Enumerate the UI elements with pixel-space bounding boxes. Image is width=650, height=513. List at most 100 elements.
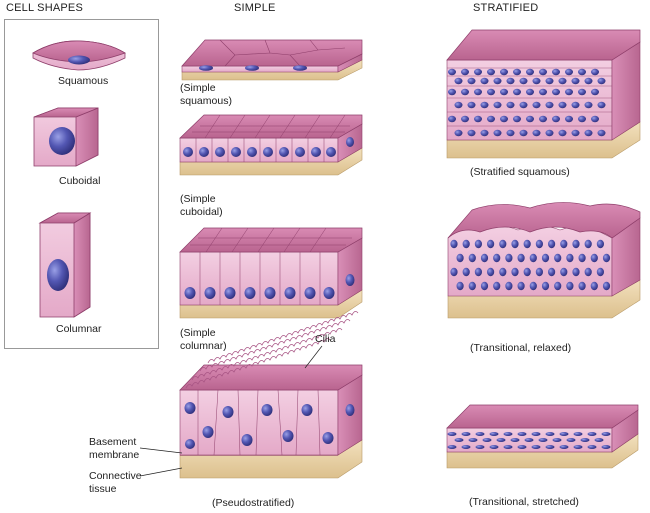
nucleus	[487, 69, 495, 75]
simple-cuboidal-block	[180, 115, 362, 175]
nucleus	[585, 102, 593, 108]
label-simple-columnar-line2: columnar)	[180, 340, 227, 353]
nucleus	[455, 102, 463, 108]
simple-columnar-block	[180, 228, 362, 318]
label-connective-tissue: Connective tissue	[89, 470, 142, 496]
nucleus	[504, 445, 513, 449]
nucleus	[578, 116, 586, 122]
nucleus	[469, 282, 476, 290]
nucleus	[559, 130, 567, 136]
nucleus	[539, 116, 547, 122]
nucleus	[455, 78, 463, 84]
label-cuboidal: Cuboidal	[59, 175, 100, 188]
nucleus	[553, 438, 562, 442]
nucleus	[455, 130, 463, 136]
nucleus	[565, 89, 573, 95]
nucleus	[585, 130, 593, 136]
nucleus	[533, 130, 541, 136]
nucleus	[520, 102, 528, 108]
nucleus	[560, 432, 569, 436]
nucleus	[487, 116, 495, 122]
nucleus	[554, 254, 561, 262]
nucleus	[572, 130, 580, 136]
nucleus	[468, 102, 476, 108]
nucleus	[598, 78, 606, 84]
nucleus	[475, 268, 482, 276]
squamous-cell-illustration	[33, 41, 125, 70]
columnar-cell-illustration	[40, 213, 90, 317]
label-basement-line1: Basement	[89, 436, 139, 449]
nucleus	[546, 102, 554, 108]
nucleus	[497, 438, 506, 442]
nucleus	[500, 89, 508, 95]
nucleus	[494, 102, 502, 108]
label-cilia: Cilia	[315, 333, 335, 346]
nucleus	[481, 282, 488, 290]
nucleus	[507, 102, 515, 108]
label-squamous: Squamous	[58, 75, 108, 88]
nucleus	[483, 438, 492, 442]
label-basement-line2: membrane	[89, 449, 139, 462]
nucleus	[554, 282, 561, 290]
label-simple-cuboidal-line1: (Simple	[180, 193, 223, 206]
nucleus	[481, 78, 489, 84]
nucleus	[578, 69, 586, 75]
nucleus	[559, 78, 567, 84]
nucleus	[546, 432, 555, 436]
nucleus	[539, 69, 547, 75]
nucleus	[507, 130, 515, 136]
nucleus	[511, 268, 518, 276]
nucleus	[597, 268, 604, 276]
nucleus	[448, 69, 456, 75]
label-columnar: Columnar	[56, 323, 102, 336]
nucleus	[588, 445, 597, 449]
label-simple-columnar-line1: (Simple	[180, 327, 227, 340]
nucleus	[602, 445, 611, 449]
nucleus	[574, 432, 583, 436]
nucleus	[474, 69, 482, 75]
nucleus	[546, 130, 554, 136]
nucleus	[450, 268, 457, 276]
stratified-squamous-block	[447, 30, 640, 158]
nucleus	[475, 240, 482, 248]
nucleus	[462, 432, 471, 436]
nucleus	[552, 69, 560, 75]
nucleus	[524, 268, 531, 276]
nucleus	[474, 116, 482, 122]
nucleus	[507, 78, 515, 84]
nucleus	[552, 89, 560, 95]
nucleus	[518, 432, 527, 436]
nucleus	[578, 89, 586, 95]
nucleus	[448, 445, 457, 449]
nucleus	[560, 445, 569, 449]
nucleus	[511, 240, 518, 248]
nucleus	[539, 89, 547, 95]
nucleus	[542, 254, 549, 262]
nucleus	[455, 438, 464, 442]
nucleus	[591, 254, 598, 262]
nucleus	[487, 89, 495, 95]
nucleus	[572, 268, 579, 276]
nucleus	[559, 102, 567, 108]
nucleus	[585, 78, 593, 84]
nucleus	[481, 102, 489, 108]
nucleus	[494, 78, 502, 84]
nucleus	[457, 282, 464, 290]
nucleus	[520, 78, 528, 84]
nucleus	[585, 268, 592, 276]
nucleus	[572, 102, 580, 108]
label-simple-squamous: (Simple squamous)	[180, 82, 232, 108]
nucleus	[476, 432, 485, 436]
nucleus	[532, 432, 541, 436]
nucleus	[560, 240, 567, 248]
nucleus	[591, 116, 599, 122]
nucleus	[597, 240, 604, 248]
nucleus	[513, 69, 521, 75]
nucleus	[481, 130, 489, 136]
nucleus	[518, 282, 525, 290]
nucleus	[487, 240, 494, 248]
nucleus	[513, 89, 521, 95]
nucleus	[526, 89, 534, 95]
nucleus	[524, 240, 531, 248]
nucleus	[591, 282, 598, 290]
